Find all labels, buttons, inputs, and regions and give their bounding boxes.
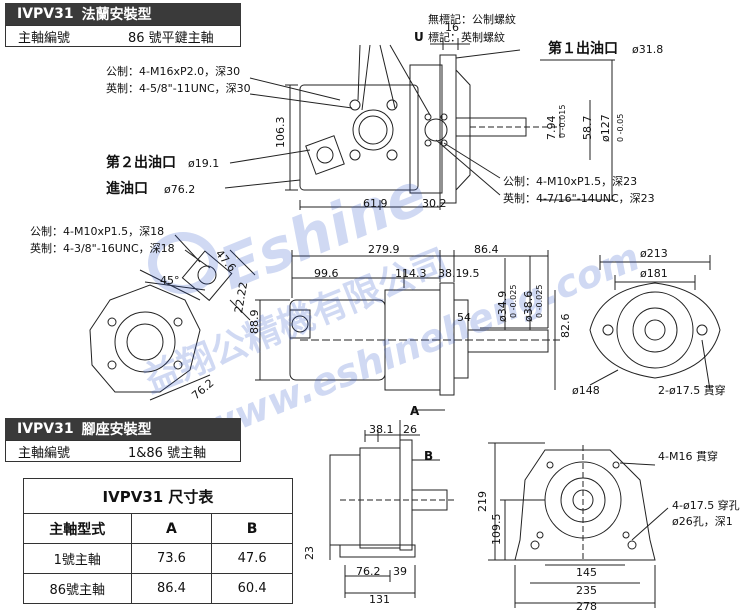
header-b: B: [211, 513, 293, 544]
dim-127: ø127: [599, 114, 612, 142]
dim-9-5: 9.5: [462, 267, 480, 280]
row-b: 47.6: [211, 543, 293, 574]
legend-inch: 標記：英制螺紋: [428, 31, 505, 44]
dim-88-9: 88.9: [248, 309, 261, 335]
inlet-thread-inch: 英制：4-5/8"-11UNC，深30: [106, 82, 251, 95]
dim-148: ø148: [572, 384, 600, 397]
header-shaft-type: 主軸型式: [23, 513, 132, 544]
dim-38-6-tol: 0 -0.025: [535, 284, 544, 318]
row-type: 1號主軸: [23, 543, 132, 574]
dim-7-94-tol: 0 -0.015: [558, 104, 567, 138]
outlet1-size: ø31.8: [632, 43, 664, 56]
inlet-label: 進油口: [106, 181, 148, 197]
foot-front-view: [488, 442, 669, 608]
dim-61-9: 61.9: [363, 197, 388, 210]
dim-82-6: 82.6: [559, 313, 572, 339]
foot-holes-17-5: 4-ø17.5 穿孔: [672, 499, 740, 512]
dim-A: A: [410, 404, 420, 418]
pump-side-view: [255, 250, 560, 396]
dim-99-6: 99.6: [314, 267, 339, 280]
dim-34-9-tol: 0 -0.025: [509, 284, 518, 318]
foot-dim-145: 145: [576, 566, 597, 579]
row-a: 73.6: [130, 543, 213, 574]
foot-dim-39: 39: [393, 565, 407, 578]
outlet1-thread-inch: 英制：4-7/16"-14UNC，深23: [503, 192, 655, 205]
dim-7-94: 7.94: [545, 115, 558, 141]
dim-38-1: 38.1: [438, 267, 463, 280]
foot-dim-109-5: 109.5: [490, 513, 503, 546]
watermark-logo-mark: [148, 232, 218, 294]
inlet-thread-metric: 公制：4-M16xP2.0，深30: [106, 65, 241, 78]
dim-45-deg: 45°: [160, 274, 180, 287]
foot-dim-219: 219: [476, 491, 489, 512]
header-a: A: [130, 513, 213, 544]
foot-mount-header: IVPV31 腳座安裝型: [5, 418, 241, 440]
flange-front-view: [589, 255, 721, 391]
flange-model: IVPV31: [17, 6, 74, 22]
dim-114-3: 114.3: [395, 267, 427, 280]
outlet1-label: 第１出油口: [548, 41, 618, 57]
foot-dim-131: 131: [369, 593, 390, 606]
foot-dim-76-2: 76.2: [356, 565, 381, 578]
legend-metric: 無標記：公制螺紋: [428, 13, 516, 26]
dim-54: 54: [457, 311, 471, 324]
foot-side-view: [329, 409, 455, 598]
table-row: 1號主軸 73.6 47.6: [23, 543, 293, 574]
dim-279-9: 279.9: [368, 243, 400, 256]
outlet2-size: ø19.1: [188, 157, 220, 170]
dim-58-7: 58.7: [581, 115, 594, 141]
foot-type: 腳座安裝型: [81, 422, 152, 438]
flange-view-top: [224, 38, 615, 210]
flange-mount-header: IVPV31 法蘭安裝型: [5, 3, 241, 25]
flange-shaft-value: 86 號平鍵主軸: [128, 30, 214, 46]
legend-u-mark: U: [414, 30, 424, 44]
flange-type: 法蘭安裝型: [81, 7, 152, 23]
row-b: 60.4: [211, 573, 293, 604]
dim-106-3: 106.3: [274, 116, 287, 149]
foot-thread-m16: 4-M16 貫穿: [658, 450, 718, 463]
dim-B: B: [424, 449, 434, 463]
dim-16: 16: [445, 21, 459, 34]
dim-30-2: 30.2: [422, 197, 447, 210]
dimension-table: IVPV31 尺寸表 主軸型式 A B 1號主軸 73.6 47.6 86號主軸…: [23, 478, 293, 604]
outlet2-label: 第２出油口: [106, 155, 176, 171]
outlet2-thread-inch: 英制：4-3/8"-16UNC，深18: [30, 242, 175, 255]
holes-17-5-through: 2-ø17.5 貫穿: [658, 384, 726, 397]
foot-hole-26: ø26孔，深1: [672, 515, 733, 528]
table-title: IVPV31 尺寸表: [23, 478, 293, 514]
flange-shaft-row: 主軸編號 86 號平鍵主軸: [5, 25, 241, 47]
foot-dim-23: 23: [303, 546, 316, 560]
dim-127-tol: 0 -0.05: [616, 113, 625, 142]
row-type: 86號主軸: [23, 573, 132, 604]
dim-213: ø213: [640, 247, 668, 260]
dim-38-6: ø38.6: [522, 290, 535, 322]
dim-34-9: ø34.9: [496, 290, 509, 322]
table-header-row: 主軸型式 A B: [23, 513, 293, 544]
foot-model: IVPV31: [17, 421, 74, 437]
table-row: 86號主軸 86.4 60.4: [23, 573, 293, 604]
foot-dim-26: 26: [403, 423, 417, 436]
foot-dim-278: 278: [576, 600, 597, 613]
outlet2-thread-metric: 公制：4-M10xP1.5，深18: [30, 225, 165, 238]
foot-shaft-label: 主軸編號: [18, 445, 71, 461]
inlet-size: ø76.2: [164, 183, 196, 196]
foot-shaft-row: 主軸編號 1&86 號主軸: [5, 440, 241, 462]
foot-shaft-value: 1&86 號主軸: [128, 445, 207, 461]
foot-dim-235: 235: [576, 584, 597, 597]
flange-shaft-label: 主軸編號: [18, 30, 71, 46]
outlet1-thread-metric: 公制：4-M10xP1.5，深23: [503, 175, 638, 188]
dim-181: ø181: [640, 267, 668, 280]
row-a: 86.4: [130, 573, 213, 604]
dim-86-4: 86.4: [474, 243, 499, 256]
foot-dim-38-1: 38.1: [369, 423, 394, 436]
